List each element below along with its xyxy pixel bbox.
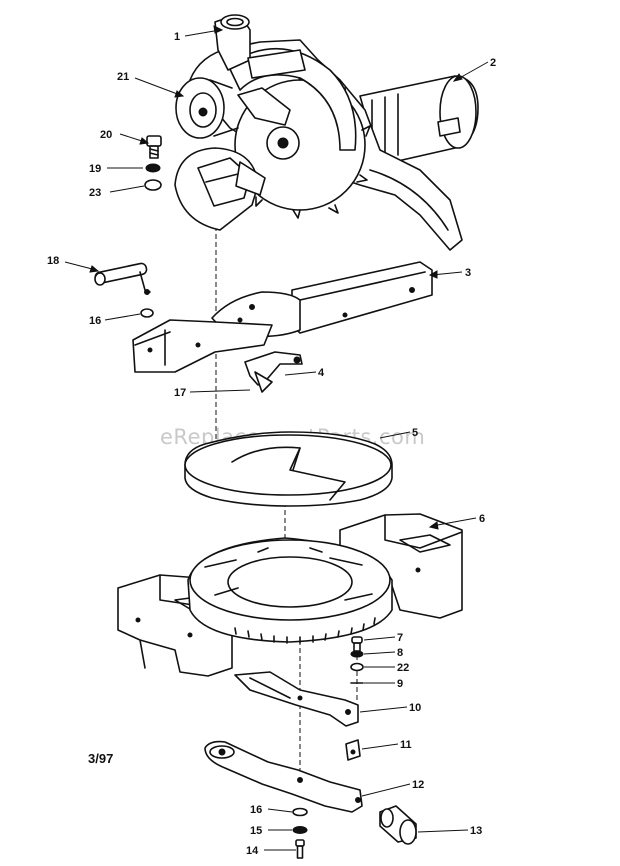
callout-20: 20 <box>100 129 112 141</box>
washer-part-8 <box>350 650 364 658</box>
callout-22: 22 <box>397 662 409 674</box>
fence-plate-part <box>291 261 433 334</box>
callout-14: 14 <box>246 845 259 857</box>
callout-4: 4 <box>318 367 325 379</box>
lower-blade-guard-part <box>174 147 266 231</box>
upper-arm-assembly <box>189 14 463 251</box>
washer-part-15 <box>292 826 308 834</box>
callout-16-upper: 16 <box>89 315 101 327</box>
callout-7: 7 <box>397 632 403 644</box>
callout-15: 15 <box>250 825 262 837</box>
callout-12: 12 <box>412 779 424 791</box>
callout-21: 21 <box>117 71 129 83</box>
washer-part-19 <box>145 163 161 173</box>
leader-lines <box>64 25 489 851</box>
washer-part-22 <box>350 662 364 672</box>
motor-housing-part <box>359 75 479 166</box>
lock-arm-part-12 <box>204 740 363 813</box>
latch-part-4 <box>244 351 303 393</box>
screw-part-20 <box>146 135 162 159</box>
pivot-pin-part-18 <box>94 262 151 295</box>
bevel-bracket-part <box>132 291 301 373</box>
lock-bracket-part-10 <box>234 671 359 727</box>
washer-part-23 <box>144 179 162 191</box>
callout-17: 17 <box>174 387 186 399</box>
washer-part-16-upper <box>140 308 154 318</box>
callout-6: 6 <box>479 513 485 525</box>
washer-part-16-lower <box>292 807 308 817</box>
lock-knob-part-13 <box>379 805 417 845</box>
saw-base-part <box>117 513 463 677</box>
callout-2: 2 <box>490 57 496 69</box>
callout-8: 8 <box>397 647 403 659</box>
callout-11: 11 <box>400 739 412 751</box>
callout-5: 5 <box>412 427 418 439</box>
callout-1: 1 <box>174 31 180 43</box>
turntable-disc-part <box>184 431 393 507</box>
callout-9: 9 <box>397 678 403 690</box>
callout-10: 10 <box>409 702 421 714</box>
date-code: 3/97 <box>88 751 113 766</box>
clip-part-11 <box>345 739 361 761</box>
callout-23: 23 <box>89 187 101 199</box>
guard-pulley-part <box>175 77 239 139</box>
screw-part-14 <box>295 839 305 859</box>
callout-16-lower: 16 <box>250 804 262 816</box>
bolt-part-7 <box>351 636 363 652</box>
callout-3: 3 <box>465 267 471 279</box>
callout-13: 13 <box>470 825 482 837</box>
callout-19: 19 <box>89 163 101 175</box>
callout-18: 18 <box>47 255 59 267</box>
